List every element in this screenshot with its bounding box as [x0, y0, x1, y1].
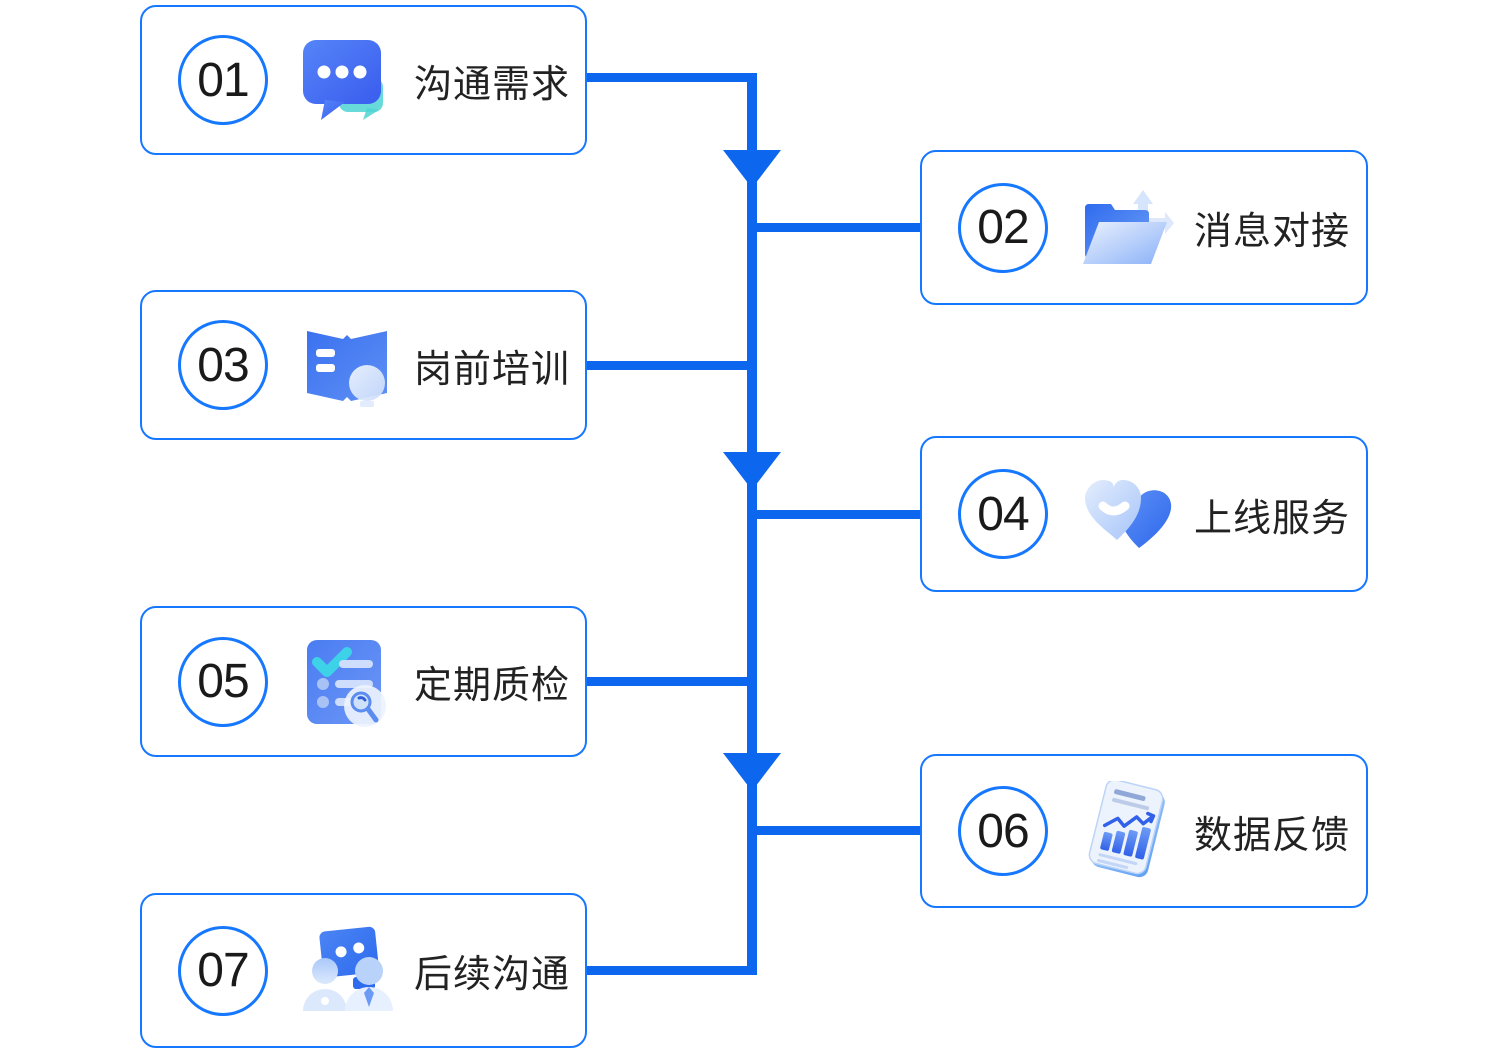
chat-bubbles-icon [294, 27, 400, 133]
step-label: 岗前培训 [414, 348, 571, 391]
step-number-badge: 06 [958, 786, 1048, 876]
step-label: 后续沟通 [414, 954, 571, 996]
connector-from-step-03 [585, 361, 757, 370]
step-card-03: 03 岗前培训 [140, 290, 587, 440]
heart-service-icon [1074, 461, 1180, 567]
step-number-badge: 05 [178, 636, 268, 727]
people-chat-icon [294, 918, 400, 1024]
connector-from-step-07 [585, 966, 757, 975]
connector-from-step-01 [585, 73, 757, 82]
step-label: 定期质检 [414, 665, 571, 707]
connector-from-step-05 [585, 677, 757, 686]
step-card-02: 02 消息对接 [920, 150, 1368, 305]
connector-to-step-06 [747, 826, 922, 835]
step-card-05: 05 定期质检 [140, 606, 587, 757]
connector-to-step-02 [747, 223, 922, 232]
folder-transfer-icon [1074, 175, 1180, 281]
step-number-badge: 04 [958, 469, 1048, 559]
arrow-down-icon [723, 452, 781, 490]
step-label: 数据反馈 [1194, 814, 1351, 857]
step-label: 上线服务 [1194, 497, 1351, 540]
step-label: 沟通需求 [414, 63, 571, 106]
step-card-06: 06 [920, 754, 1368, 908]
step-label: 消息对接 [1194, 211, 1351, 253]
step-number-badge: 02 [958, 182, 1048, 273]
connector-spine [747, 73, 757, 975]
checklist-inspect-icon [294, 629, 400, 735]
step-card-07: 07 [140, 893, 587, 1048]
arrow-down-icon [723, 753, 781, 791]
connector-to-step-04 [747, 510, 922, 519]
step-card-04: 04 上线服务 [920, 436, 1368, 592]
data-report-icon [1074, 778, 1180, 884]
open-book-icon [294, 312, 400, 418]
step-card-01: 01 沟通需求 [140, 5, 587, 155]
arrow-down-icon [723, 150, 781, 188]
step-number-badge: 03 [178, 320, 268, 410]
step-number-badge: 01 [178, 35, 268, 125]
step-number-badge: 07 [178, 925, 268, 1016]
